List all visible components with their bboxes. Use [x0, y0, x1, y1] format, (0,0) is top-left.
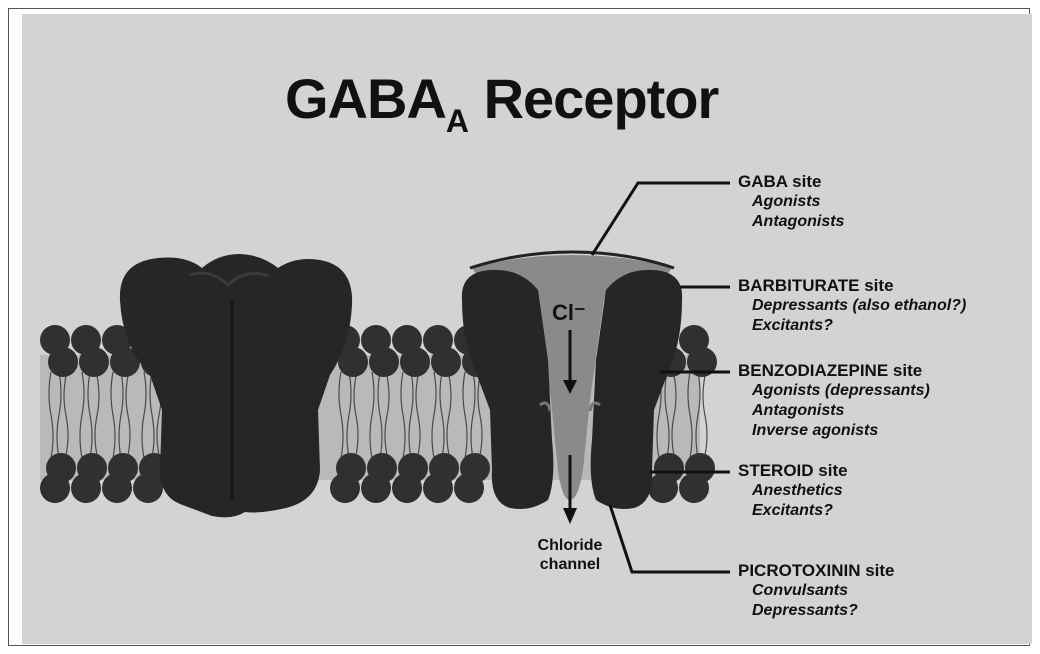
gaba-site-label: GABA site Agonists Antagonists — [738, 172, 844, 232]
title-rest: Receptor — [484, 67, 719, 130]
lipid-head — [46, 453, 76, 483]
site-name: BENZODIAZEPINE site — [738, 361, 930, 381]
site-item: Depressants? — [738, 601, 895, 621]
lipid-head — [79, 347, 109, 377]
site-item: Excitants? — [738, 501, 848, 521]
site-item: Agonists — [738, 192, 844, 212]
site-item: Antagonists — [738, 212, 844, 232]
site-item: Agonists (depressants) — [738, 381, 930, 401]
site-name: STEROID site — [738, 461, 848, 481]
lipid-head — [77, 453, 107, 483]
lipid-head — [654, 453, 684, 483]
chloride-channel-label: Chloride channel — [522, 536, 618, 574]
diagram-title: GABAA Receptor — [285, 66, 765, 140]
leader-gaba — [592, 183, 730, 255]
lipid-tail — [703, 376, 707, 455]
lipid-head — [367, 453, 397, 483]
site-item: Inverse agonists — [738, 421, 930, 441]
leader-picrotoxinin — [610, 505, 730, 572]
lipid-head — [336, 453, 366, 483]
lipid-head — [429, 453, 459, 483]
lipid-head — [431, 347, 461, 377]
barbiturate-site-label: BARBITURATE site Depressants (also ethan… — [738, 276, 966, 336]
site-name: PICROTOXININ site — [738, 561, 895, 581]
site-item: Anesthetics — [738, 481, 848, 501]
site-item: Excitants? — [738, 316, 966, 336]
site-item: Convulsants — [738, 581, 895, 601]
lipid-head — [398, 453, 428, 483]
lipid-head — [460, 453, 490, 483]
chloride-ion-label: Cl⁻ — [552, 300, 586, 326]
lipid-head — [48, 347, 78, 377]
lipid-head — [369, 347, 399, 377]
lipid-head — [400, 347, 430, 377]
steroid-site-label: STEROID site Anesthetics Excitants? — [738, 461, 848, 521]
receptor-right — [462, 252, 682, 524]
channel-label-line1: Chloride — [522, 536, 618, 555]
title-subscript: A — [446, 103, 469, 139]
site-name: GABA site — [738, 172, 844, 192]
lipid-head — [685, 453, 715, 483]
title-main: GABA — [285, 67, 446, 130]
channel-label-line2: channel — [522, 555, 618, 574]
picrotoxinin-site-label: PICROTOXININ site Convulsants Depressant… — [738, 561, 895, 621]
site-name: BARBITURATE site — [738, 276, 966, 296]
benzodiazepine-site-label: BENZODIAZEPINE site Agonists (depressant… — [738, 361, 930, 441]
site-item: Antagonists — [738, 401, 930, 421]
lipid-head — [338, 347, 368, 377]
lipid-head — [108, 453, 138, 483]
site-item: Depressants (also ethanol?) — [738, 296, 966, 316]
